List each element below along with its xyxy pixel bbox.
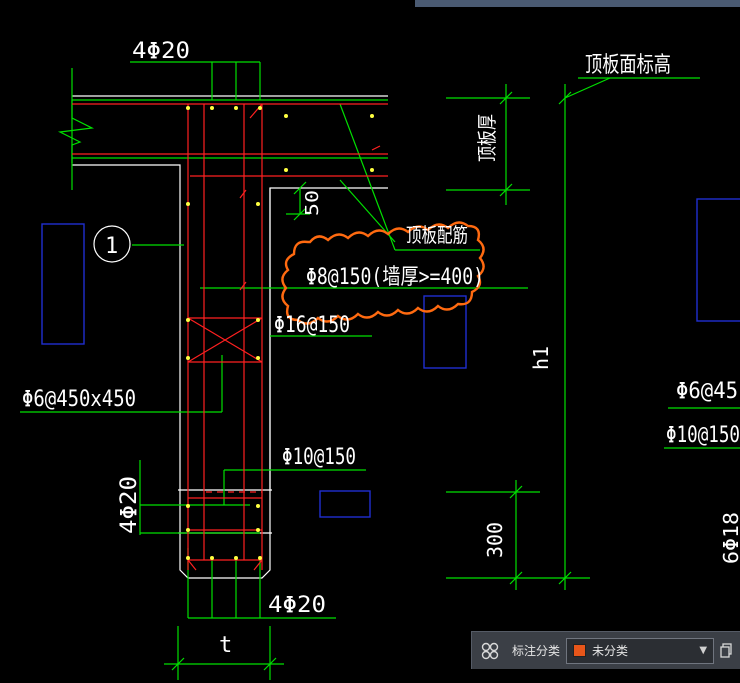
label-6phi18: 6Φ18 [719,512,740,564]
category-color-swatch [573,644,587,657]
top-window-strip [415,0,740,7]
section-marker-circle [93,225,131,263]
annotation-grid-icon[interactable] [476,637,504,665]
chevron-down-icon: ▼ [699,645,708,656]
green-dimension-lines [20,61,740,680]
label-t: t [219,633,232,658]
annotation-category-select[interactable]: 未分类 ▼ [566,637,715,664]
label-phi6-450: Φ6@450x450 [22,387,136,412]
label-phi10-right: Φ10@150 [666,423,740,448]
label-h1: h1 [529,346,553,370]
annotation-category-value: 未分类 [592,644,629,658]
dimension-ticks [171,91,572,671]
copy-icon[interactable] [720,642,734,660]
label-phi6-45: Φ6@45 [676,379,738,404]
label-300: 300 [483,522,507,558]
label-phi8-spacing: Φ8@150(墙厚>=400) [306,265,484,290]
hatch-marks [239,145,381,291]
revision-cloud [281,221,485,325]
red-rebar [72,103,388,571]
section-marker-number: 1 [105,234,118,259]
label-4phi20-left: 4Φ20 [117,476,142,534]
label-roof-rebar: 顶板配筋 [406,223,468,247]
label-4phi20-bottom: 4Φ20 [268,593,326,618]
label-roof-elevation: 顶板面标高 [585,53,671,78]
label-50: 50 [302,190,323,216]
label-roof-thickness: 顶板厚 [475,114,499,162]
rebar-dots [186,106,374,560]
annotation-toolbar: 标注分类 未分类 ▼ [471,631,740,669]
label-phi16-spacing: Φ16@150 [274,313,350,338]
blue-rectangles [41,198,740,518]
annotation-category-label: 标注分类 [512,644,561,658]
label-4phi20-top: 4Φ20 [132,39,190,64]
label-phi10-mid: Φ10@150 [282,445,356,470]
